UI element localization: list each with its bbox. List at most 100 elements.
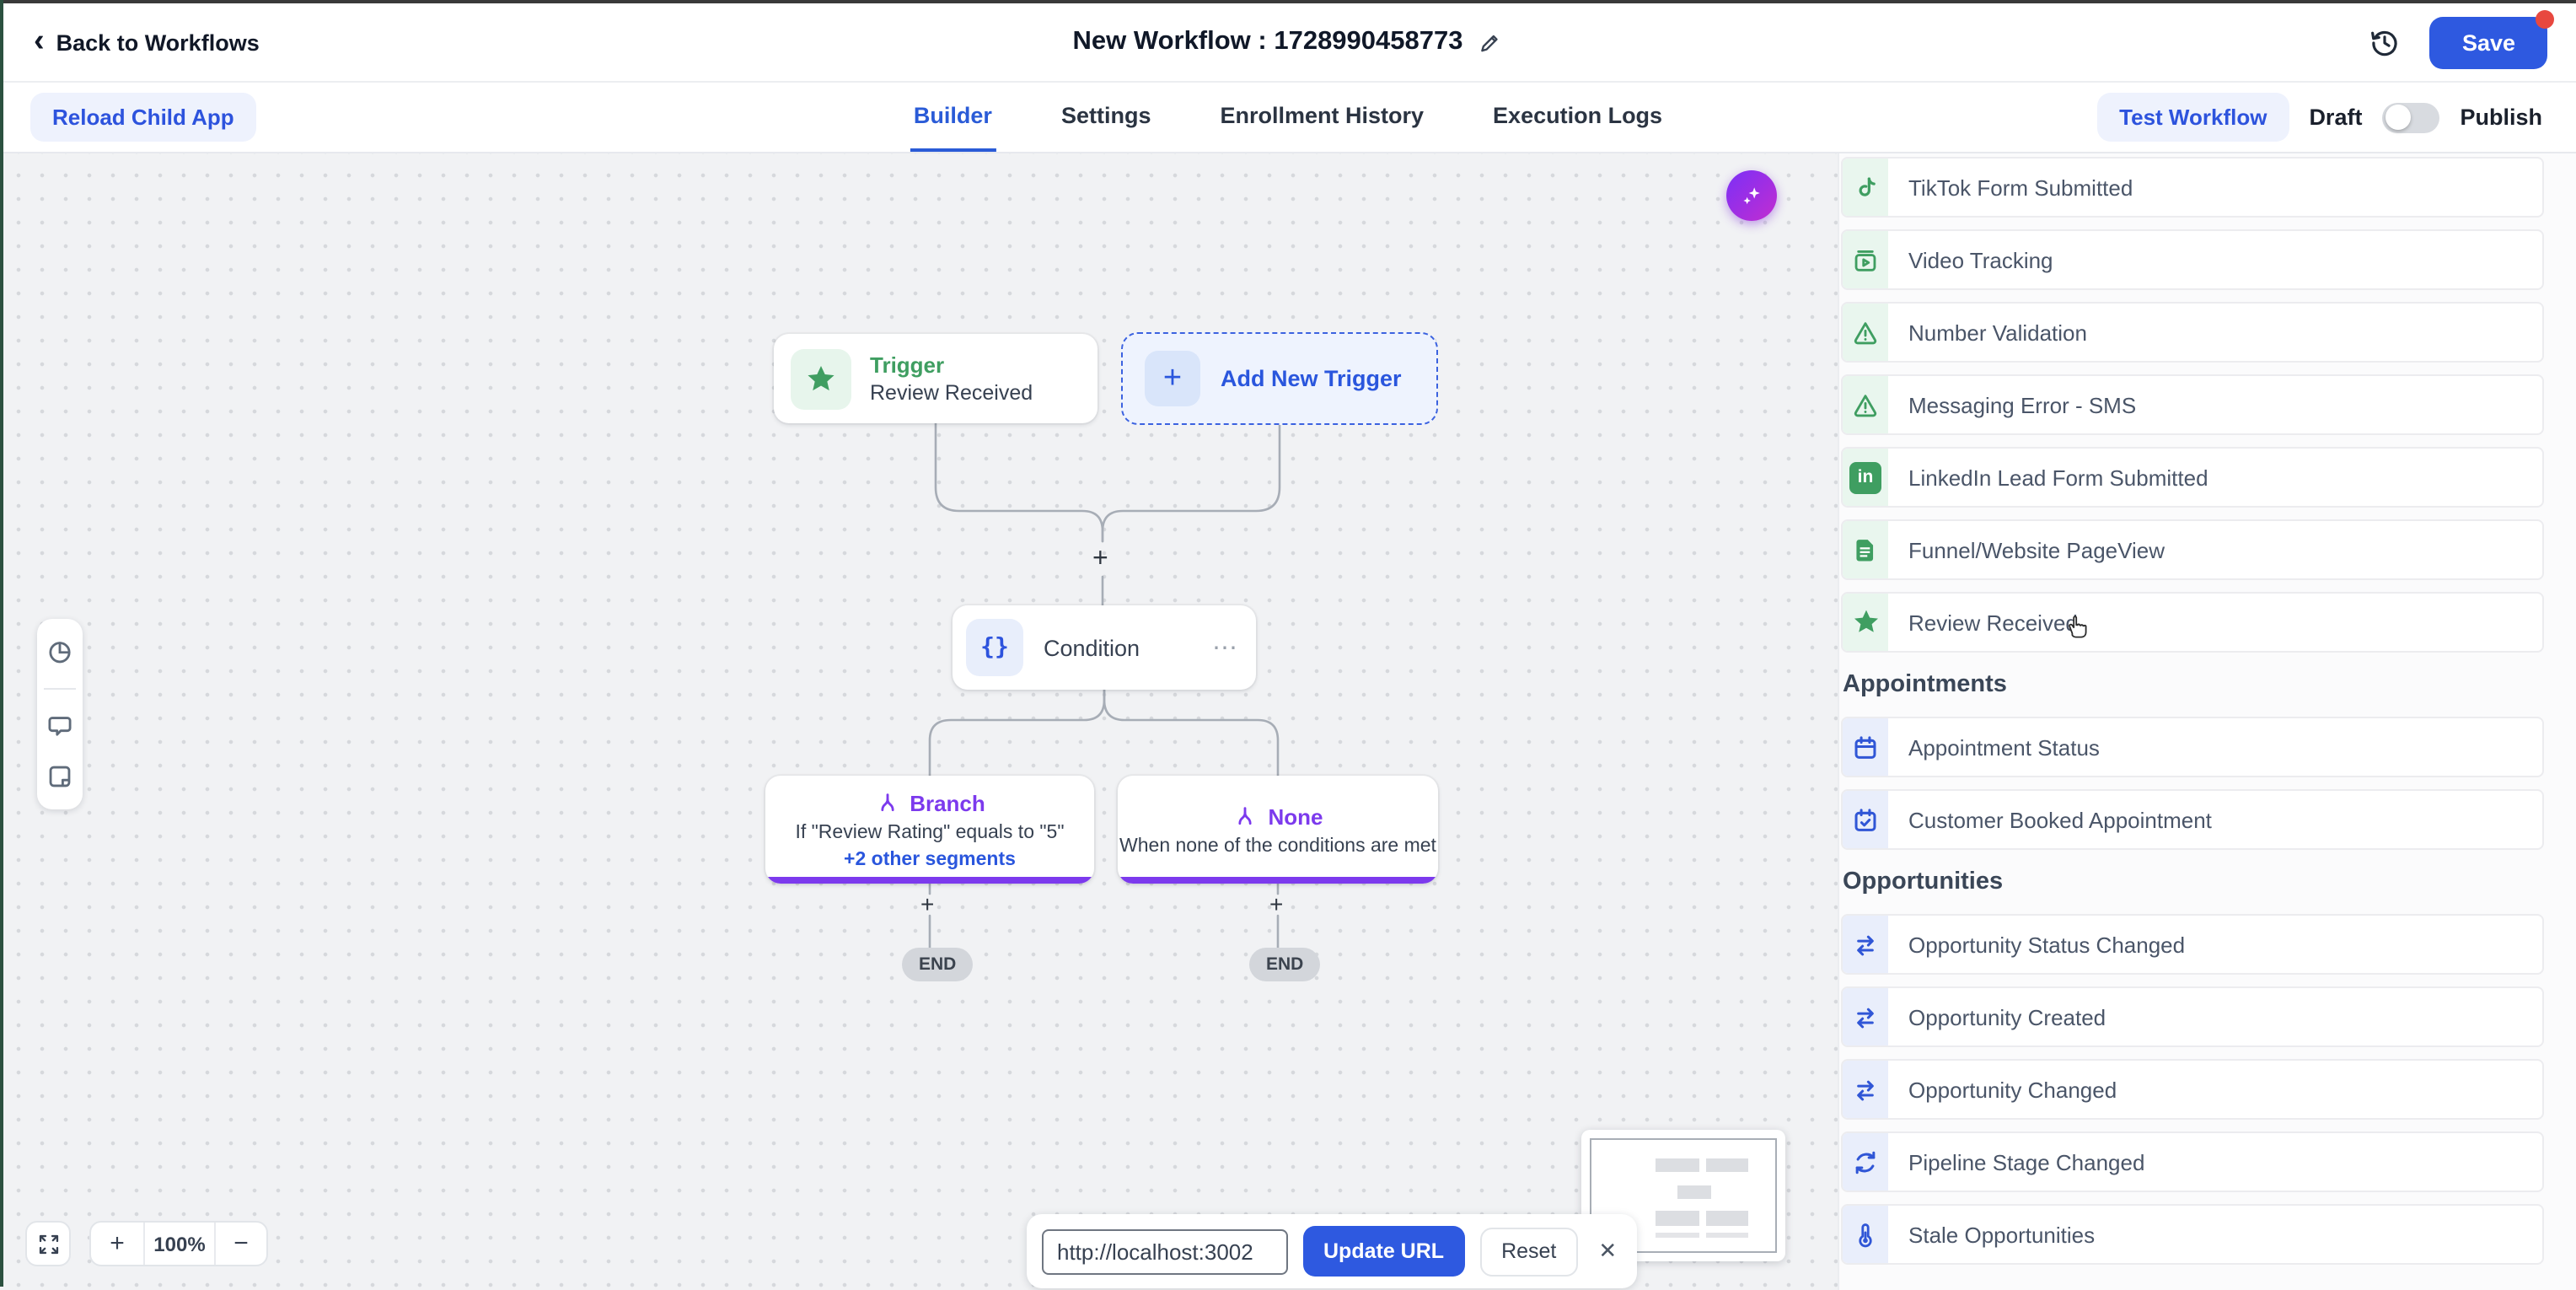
- trigger-node[interactable]: Trigger Review Received: [774, 334, 1097, 423]
- none-branch-title: None: [1268, 804, 1323, 829]
- toolbar-right-cluster: Test Workflow Draft Publish: [2097, 93, 2542, 142]
- trigger-item-linkedin-lead-form[interactable]: in LinkedIn Lead Form Submitted: [1841, 447, 2544, 508]
- reload-child-app-button[interactable]: Reload Child App: [30, 93, 256, 142]
- close-icon[interactable]: ✕: [1598, 1238, 1618, 1263]
- update-url-button[interactable]: Update URL: [1303, 1226, 1465, 1277]
- swap-arrows-icon: [1857, 934, 1874, 955]
- workflow-canvas[interactable]: Trigger Review Received + Add New Trigge…: [0, 153, 1838, 1290]
- back-to-workflows-button[interactable]: ‹ Back to Workflows: [34, 24, 260, 56]
- calendar-icon: [1854, 735, 1876, 758]
- publish-toggle[interactable]: [2382, 102, 2440, 132]
- trigger-item-label: Opportunity Status Changed: [1908, 932, 2186, 957]
- braces-icon: {}: [980, 634, 1009, 661]
- swap-arrows-icon: [1857, 1007, 1874, 1028]
- trigger-item-stale-opportunities[interactable]: Stale Opportunities: [1841, 1204, 2544, 1265]
- trigger-item-pipeline-stage-changed[interactable]: Pipeline Stage Changed: [1841, 1131, 2544, 1192]
- save-button[interactable]: Save: [2429, 9, 2554, 68]
- connector-lines: [928, 422, 1281, 949]
- trigger-item-appointment-status[interactable]: Appointment Status: [1841, 717, 2544, 777]
- tab-settings[interactable]: Settings: [1060, 103, 1151, 128]
- header-right-cluster: Save: [2369, 9, 2554, 68]
- trigger-item-tiktok[interactable]: TikTok Form Submitted: [1841, 157, 2544, 218]
- branch-more-segments-link[interactable]: +2 other segments: [844, 849, 1016, 869]
- canvas-tool-rail: [37, 619, 83, 809]
- tab-builder[interactable]: Builder: [910, 83, 996, 152]
- trigger-sublabel: Review Received: [870, 381, 1033, 405]
- branch-title: Branch: [910, 790, 985, 815]
- branch-icon: [880, 793, 894, 811]
- star-icon: [1854, 610, 1877, 632]
- trigger-item-label: TikTok Form Submitted: [1908, 175, 2133, 200]
- trigger-library-sidebar[interactable]: TikTok Form Submitted Video Tracking Num…: [1838, 153, 2576, 1290]
- trigger-item-number-validation[interactable]: Number Validation: [1841, 302, 2544, 363]
- trigger-item-label: Messaging Error - SMS: [1908, 392, 2137, 417]
- ai-assistant-button[interactable]: [1726, 170, 1777, 221]
- add-new-trigger-button[interactable]: + Add New Trigger: [1121, 332, 1438, 425]
- plus-icon: +: [1145, 351, 1200, 406]
- chevron-left-icon: ‹: [34, 23, 45, 58]
- trigger-item-label: Stale Opportunities: [1908, 1222, 2096, 1247]
- trigger-icon-box: [791, 348, 851, 409]
- trigger-item-funnel-pageview[interactable]: Funnel/Website PageView: [1841, 519, 2544, 580]
- trigger-item-label: Funnel/Website PageView: [1908, 537, 2165, 562]
- trigger-item-label: Appointment Status: [1908, 734, 2100, 760]
- trigger-item-customer-booked-appointment[interactable]: Customer Booked Appointment: [1841, 789, 2544, 850]
- tiktok-icon: [1859, 176, 1876, 196]
- swap-arrows-icon: [1857, 1079, 1874, 1100]
- add-node-button[interactable]: +: [1092, 545, 1108, 573]
- comments-icon[interactable]: [46, 712, 74, 740]
- url-toolbar: Update URL Reset ✕: [1027, 1214, 1638, 1288]
- trigger-label: Trigger: [870, 352, 945, 378]
- warning-triangle-icon: [1854, 321, 1877, 344]
- publish-label: Publish: [2460, 105, 2542, 130]
- trigger-item-label: Review Received: [1908, 610, 2078, 635]
- url-input[interactable]: [1042, 1228, 1288, 1274]
- version-history-icon[interactable]: [2369, 26, 2402, 58]
- trigger-item-label: LinkedIn Lead Form Submitted: [1908, 465, 2208, 490]
- end-node: END: [1249, 948, 1321, 981]
- video-icon: [1854, 250, 1876, 271]
- save-label: Save: [2461, 30, 2515, 55]
- condition-icon-box: {}: [966, 619, 1023, 676]
- branch-icon: [1238, 806, 1253, 825]
- zoom-in-button[interactable]: +: [91, 1223, 145, 1265]
- document-icon: [1856, 539, 1874, 561]
- toolbar: Reload Child App Builder Settings Enroll…: [0, 83, 2576, 153]
- section-heading-appointments: Appointments: [1843, 671, 2007, 698]
- trigger-item-opportunity-changed[interactable]: Opportunity Changed: [1841, 1059, 2544, 1120]
- expand-icon: [38, 1234, 58, 1254]
- rail-divider: [44, 688, 76, 690]
- trigger-item-messaging-error-sms[interactable]: Messaging Error - SMS: [1841, 374, 2544, 435]
- trigger-item-video-tracking[interactable]: Video Tracking: [1841, 229, 2544, 290]
- fit-view-button[interactable]: [25, 1221, 71, 1266]
- stats-pie-icon[interactable]: [46, 637, 74, 666]
- none-branch-node[interactable]: None When none of the conditions are met: [1118, 776, 1438, 884]
- add-node-button[interactable]: +: [1269, 890, 1284, 917]
- end-node: END: [902, 948, 974, 981]
- test-workflow-button[interactable]: Test Workflow: [2097, 93, 2289, 142]
- trigger-item-opportunity-status-changed[interactable]: Opportunity Status Changed: [1841, 914, 2544, 975]
- trigger-item-label: Opportunity Created: [1908, 1004, 2106, 1029]
- branch-node[interactable]: Branch If "Review Rating" equals to "5" …: [765, 776, 1094, 884]
- tab-execution-logs[interactable]: Execution Logs: [1493, 103, 1663, 128]
- toggle-knob: [2385, 105, 2411, 130]
- tab-enrollment-history[interactable]: Enrollment History: [1220, 103, 1425, 128]
- trigger-item-opportunity-created[interactable]: Opportunity Created: [1841, 986, 2544, 1047]
- edit-title-icon[interactable]: [1478, 30, 1503, 55]
- zoom-out-button[interactable]: −: [214, 1223, 266, 1265]
- linkedin-icon: in: [1849, 461, 1881, 493]
- add-node-button[interactable]: +: [920, 890, 935, 917]
- more-menu-icon[interactable]: ⋯: [1212, 634, 1239, 663]
- none-branch-head: None: [1233, 804, 1323, 829]
- condition-node[interactable]: {} Condition ⋯: [953, 605, 1256, 690]
- main-area: Trigger Review Received + Add New Trigge…: [0, 153, 2576, 1290]
- section-heading-opportunities: Opportunities: [1843, 868, 2004, 895]
- zoom-percent: 100%: [153, 1232, 206, 1255]
- notes-icon[interactable]: [46, 762, 74, 791]
- back-label: Back to Workflows: [56, 30, 260, 55]
- add-trigger-label: Add New Trigger: [1221, 366, 1402, 391]
- trigger-item-review-received[interactable]: Review Received: [1841, 592, 2544, 653]
- thermometer-icon: [1859, 1223, 1872, 1247]
- reset-button[interactable]: Reset: [1479, 1227, 1579, 1276]
